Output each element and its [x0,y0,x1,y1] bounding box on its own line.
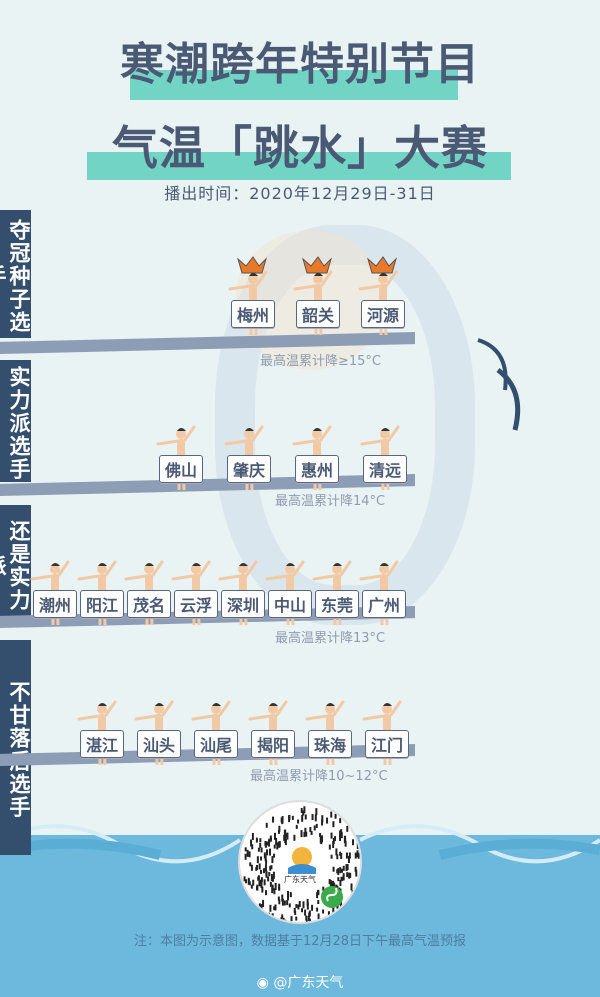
city-name-label: 肇庆 [226,455,271,483]
city-diver: 肇庆 [223,410,275,495]
splash-icon [477,338,521,431]
city-name-label: 深圳 [220,590,265,618]
city-name-label: 揭阳 [250,730,295,758]
city-name-label: 珠海 [307,730,352,758]
city-diver: 梅州 [228,255,278,340]
caption-group-1: 最高温累计降≥15°C [260,354,382,369]
weibo-account[interactable]: ◉ @广东天气 [0,972,600,992]
title-highlight-1 [130,70,458,100]
city-name-label: 广州 [361,590,406,618]
title-line-2: 气温「跳水」大赛 [112,121,488,175]
city-diver: 河源 [358,255,408,340]
city-diver: 清远 [359,410,411,495]
city-diver: 韶关 [293,255,343,340]
group-label-strong: 实力派选手 [0,360,31,482]
city-name-label: 中山 [267,590,312,618]
city-name-label: 阳江 [79,590,124,618]
mini-program-qr-code[interactable]: 广东天气 [238,800,362,924]
crown-icon [367,256,398,274]
city-diver: 东莞 [312,545,360,630]
city-name-label: 东莞 [314,590,359,618]
city-diver: 湛江 [77,685,127,770]
city-diver: 阳江 [77,545,125,630]
city-name-label: 江门 [364,730,409,758]
crown-icon [237,256,268,274]
city-diver: 汕尾 [191,685,241,770]
title-line-1: 寒潮跨年特别节目 [120,39,480,90]
city-name-label: 潮州 [32,590,77,618]
caption-group-2: 最高温累计降14°C [275,494,386,509]
caption-group-4: 最高温累计降10~12°C [250,769,388,784]
city-diver: 广州 [359,545,407,630]
city-name-label: 茂名 [126,590,171,618]
footnote: 注：本图为示意图，数据基于12月28日下午最高气温预报 [133,934,467,949]
city-diver: 佛山 [155,410,207,495]
city-diver: 茂名 [124,545,172,630]
group-row-2: 佛山肇庆惠州清远 [155,410,411,495]
city-diver: 揭阳 [248,685,298,770]
group-label-still-strong: 还是实力派 [0,505,31,623]
city-name-label: 云浮 [173,590,218,618]
qr-pattern [243,806,360,922]
city-name-label: 汕头 [136,730,181,758]
weibo-handle: @广东天气 [273,975,344,991]
city-name-label: 佛山 [158,455,203,483]
city-diver: 中山 [265,545,313,630]
city-diver: 潮州 [30,545,78,630]
city-diver: 汕头 [134,685,184,770]
broadcast-time: 播出时间：2020年12月29日-31日 [164,184,436,203]
caption-group-3: 最高温累计降13°C [275,631,386,646]
city-name-label: 河源 [360,300,405,328]
city-diver: 珠海 [305,685,355,770]
city-name-label: 韶关 [295,300,340,328]
city-diver: 深圳 [218,545,266,630]
city-diver: 惠州 [291,410,343,495]
city-diver: 江门 [362,685,412,770]
city-name-label: 梅州 [230,300,275,328]
city-diver: 云浮 [171,545,219,630]
group-label-not-behind: 不甘落后选手 [0,640,31,855]
city-name-label: 汕尾 [193,730,238,758]
qr-logo-text: 广东天气 [284,875,316,884]
city-name-label: 清远 [362,455,407,483]
weibo-icon: ◉ [256,975,274,991]
crown-icon [302,256,333,274]
title-highlight-2 [87,152,511,180]
group-row-4: 湛江汕头汕尾揭阳珠海江门 [77,685,412,770]
group-label-seed: 夺冠种子选手 [0,210,31,338]
city-name-label: 湛江 [79,730,124,758]
city-name-label: 惠州 [294,455,339,483]
group-row-1: 梅州韶关河源 [228,255,408,340]
group-row-3: 潮州阳江茂名云浮深圳中山东莞广州 [30,545,407,630]
